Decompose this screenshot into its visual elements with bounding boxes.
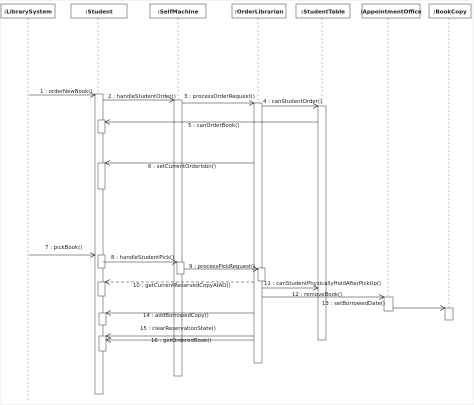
message-2: 2 : handleStudentOrder(): [103, 94, 176, 103]
message-12-arrowhead: [378, 294, 385, 300]
message-5-label: 5 : canOrderBook(): [188, 123, 239, 129]
message-14-label: 14 : addBorrowedCopy(): [143, 313, 209, 319]
activation-bar: [94, 93, 104, 395]
activation-bar: [97, 254, 106, 269]
message-5-arrowhead: [104, 119, 111, 125]
lifeline-library-label: :LibrarySystem: [4, 10, 52, 16]
activation-bar: [173, 99, 183, 377]
activation-bar: [97, 162, 106, 190]
message-9-label: 9 : processPickRequest(): [189, 264, 255, 270]
lifeline-appointment-head: [361, 3, 421, 19]
message-15-label: 15 : clearReservationState(): [140, 326, 216, 332]
activation-bar: [97, 119, 106, 134]
activation-bar: [253, 102, 263, 364]
lifeline-bookcopy: :BookCopy: [428, 3, 472, 322]
activation-bar: [257, 267, 266, 282]
message-16-arrowhead: [105, 337, 112, 343]
message-11-arrowhead: [312, 285, 319, 291]
message-16-label: 16 : getOrderedBook(): [151, 338, 212, 344]
message-1-label: 1 : orderNewBook(): [40, 89, 92, 95]
message-4-label: 4 : canStudentOrder(): [263, 99, 322, 105]
lifeline-order-label: :OrderLibrarian: [235, 10, 284, 16]
message-7: 7 : pickBook(): [29, 245, 96, 258]
message-10: 10 : getCurrentReservedCopyAtAO(): [104, 279, 254, 289]
message-13-label: 13 : setBorrowedDate(): [322, 301, 385, 307]
message-13: 13 : setBorrowedDate(): [322, 301, 446, 311]
message-2-arrowhead: [168, 97, 175, 103]
message-1: 1 : orderNewBook(): [29, 89, 96, 98]
message-4: 4 : canStudentOrder(): [262, 99, 322, 109]
lifeline-self-head: [149, 3, 207, 19]
messages: 1 : orderNewBook() 2 : handleStudentOrder…: [29, 89, 446, 344]
message-10-arrowhead: [104, 279, 111, 285]
message-12: 12 : removeBook(): [262, 292, 385, 300]
message-11: 11 : canStudentPhysicallyHoldAfterPickUp…: [262, 281, 381, 291]
activation-bar: [317, 105, 327, 341]
lifeline-appointment: :AppointmentOffice: [360, 3, 422, 312]
message-2-label: 2 : handleStudentOrder(): [108, 94, 176, 100]
message-7-arrowhead: [89, 252, 96, 258]
activation-bar: [444, 307, 454, 321]
lifeline-appointment-label: :AppointmentOffice: [360, 10, 422, 16]
lifeline-bookcopy-head: [428, 3, 472, 19]
message-12-label: 12 : removeBook(): [292, 292, 342, 298]
message-15-arrowhead: [105, 333, 112, 339]
message-1-arrowhead: [89, 92, 96, 98]
lifeline-self-label: :SelfMachine: [158, 10, 199, 16]
message-3-arrowhead: [248, 100, 255, 106]
activation-bar: [98, 335, 107, 352]
message-9: 9 : processPickRequest(): [184, 264, 259, 272]
message-8: 8 : handleStudentPick(): [103, 255, 178, 265]
lifeline-bookcopy-label: :BookCopy: [433, 10, 467, 16]
message-3: 3 : processOrderRequest(): [182, 94, 255, 106]
message-7-label: 7 : pickBook(): [45, 245, 82, 251]
lifeline-studenttable-label: :StudentTable: [301, 10, 345, 16]
message-10-label: 10 : getCurrentReservedCopyAtAO(): [133, 283, 231, 289]
activation-bar: [383, 296, 394, 312]
message-5: 5 : canOrderBook(): [104, 119, 318, 129]
activation-bar: [176, 261, 185, 275]
activation-bars: [94, 93, 454, 395]
lifeline-library: :LibrarySystem: [0, 3, 56, 400]
activation-bar: [98, 312, 107, 326]
message-14: 14 : addBorrowedCopy(): [105, 310, 254, 319]
lifeline-student-label: :Student: [85, 10, 113, 16]
lifeline-library-head: [0, 3, 56, 19]
message-4-arrowhead: [312, 103, 319, 109]
message-14-arrowhead: [105, 310, 112, 316]
message-9-arrowhead: [252, 266, 259, 272]
message-6-label: 6 : setCurrentOrderIsbn(): [148, 164, 216, 170]
lifeline-studenttable-head: [295, 3, 351, 19]
message-6-arrowhead: [104, 160, 111, 166]
message-13-arrowhead: [439, 305, 446, 311]
message-16: 16 : getOrderedBook(): [105, 337, 254, 344]
message-6: 6 : setCurrentOrderIsbn(): [104, 160, 254, 170]
message-15: 15 : clearReservationState(): [105, 326, 254, 339]
lifeline-order-head: [231, 3, 287, 19]
message-3-label: 3 : processOrderRequest(): [184, 94, 255, 100]
lifeline-student-head: [70, 3, 128, 19]
message-8-arrowhead: [171, 259, 178, 265]
message-8-label: 8 : handleStudentPick(): [111, 255, 174, 261]
message-11-label: 11 : canStudentPhysicallyHoldAfterPickUp…: [264, 281, 381, 287]
activation-bar: [97, 281, 106, 297]
